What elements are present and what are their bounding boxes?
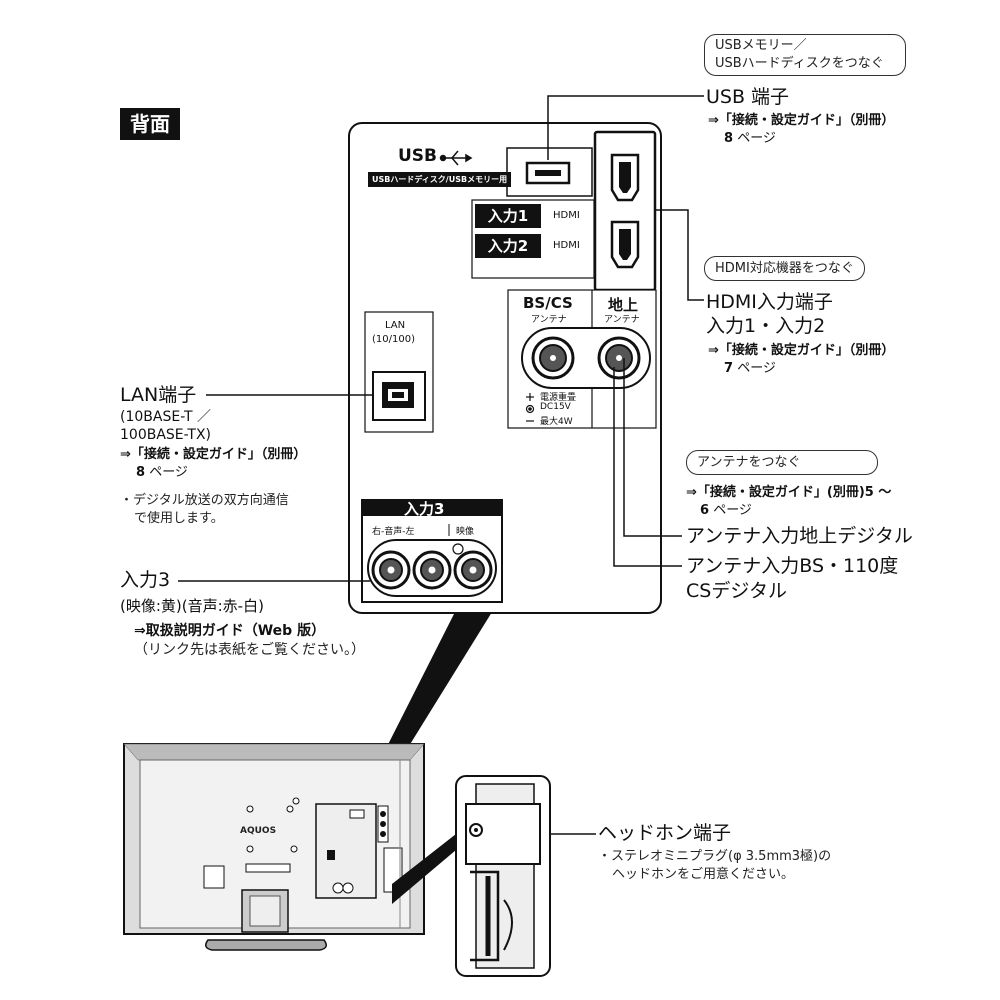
antenna-ref-pages: 5 ～ (864, 485, 892, 500)
lan-terminal-label: LAN端子 (120, 384, 197, 406)
hdmi-page: 7 ページ (724, 360, 776, 378)
section-title: 背面 (120, 108, 180, 140)
dc-polarity-icon (525, 393, 535, 422)
headphone-zoom-box (455, 775, 551, 977)
usb-pill-line1: USBメモリー／ (715, 38, 807, 53)
rca-jack-audio-right (371, 550, 411, 590)
antenna-port-bs (531, 336, 575, 380)
rca-jack-audio-left (412, 550, 452, 590)
hdmi-terminal-inputs: 入力1・入力2 (706, 315, 826, 337)
antenna-bs-label: アンテナ入力BS・110度 (686, 555, 899, 577)
headphone-note-1: ・ステレオミニプラグ(φ 3.5mm3極)の (598, 849, 832, 864)
hdmi-input1-badge: 入力1 (475, 204, 541, 228)
tv-rear-illustration (123, 743, 456, 951)
power-label-2: DC15V (540, 402, 571, 412)
usb-connect-pill: USBメモリー／ USBハードディスクをつなぐ (704, 34, 906, 76)
lan-ref: ⇒「接続・設定ガイド」（別冊） (120, 447, 307, 462)
lan-spec-1: (10BASE-T ／ (120, 409, 211, 425)
input3-video-label: 映像 (456, 527, 475, 537)
hdmi-connect-pill: HDMI対応機器をつなぐ (704, 256, 865, 281)
power-label-3: 最大4W (540, 417, 573, 427)
lan-page-suffix: ページ (149, 465, 188, 480)
usb-page: 8 ページ (724, 130, 776, 148)
antenna-port-ground (597, 336, 641, 380)
antenna-connect-pill: アンテナをつなぐ (686, 450, 878, 475)
antenna-ground-sub: アンテナ (604, 315, 640, 325)
antenna-page-num: 6 (700, 503, 710, 518)
hdmi-tag-2: HDMI (553, 240, 580, 251)
lan-panel-speed: (10/100) (372, 334, 415, 345)
power-label-1: 電源重畳 (540, 393, 577, 403)
headphone-note-2: ヘッドホンをご用意ください。 (612, 867, 795, 882)
hdmi-port-2 (610, 220, 640, 269)
lan-spec-2: 100BASE-TX) (120, 427, 212, 443)
hdmi-page-suffix: ページ (737, 361, 776, 376)
antenna-page: 6 ページ (700, 502, 752, 520)
hdmi-page-num: 7 (724, 361, 734, 376)
antenna-ref: ⇒「接続・設定ガイド」(別冊) (686, 485, 865, 500)
hdmi-terminal-label: HDMI入力端子 (706, 291, 833, 313)
lan-note-1: ・デジタル放送の双方向通信 (120, 493, 289, 508)
tv-brand-logo: AQUOS (240, 826, 277, 836)
lan-page: 8 ページ (136, 464, 188, 482)
input3-colors: (映像:黄)(音声:赤-白) (120, 597, 264, 615)
hdmi-port-1 (610, 153, 640, 202)
hdmi-input2-badge: 入力2 (475, 234, 541, 258)
input3-panel-title: 入力3 (404, 500, 445, 518)
rca-jack-video (453, 550, 493, 590)
usb-panel-title: USB (398, 146, 438, 166)
antenna-bs-label-2: CSデジタル (686, 580, 787, 602)
antenna-ground-title: 地上 (608, 296, 639, 314)
usb-page-suffix: ページ (737, 131, 776, 146)
antenna-bs-sub: アンテナ (531, 315, 567, 325)
headphone-label: ヘッドホン端子 (598, 822, 732, 844)
antenna-page-suffix: ページ (713, 503, 752, 518)
hdmi-ref: ⇒「接続・設定ガイド」（別冊） (708, 343, 895, 358)
input3-ref: ⇒取扱説明ガイド（Web 版） (134, 623, 326, 639)
input3-label: 入力3 (120, 569, 171, 591)
usb-pill-line2: USBハードディスクをつなぐ (715, 56, 884, 71)
input3-audio-label: 右-音声-左 (372, 527, 415, 537)
lan-panel-title: LAN (385, 320, 406, 331)
usb-ref: ⇒「接続・設定ガイド」（別冊） (708, 113, 895, 128)
usb-panel-subtitle: USBハードディスク/USBメモリー用 (368, 172, 512, 187)
antenna-ref-line: ⇒「接続・設定ガイド」(別冊)5 ～ (686, 484, 891, 502)
usb-terminal-label: USB 端子 (706, 86, 790, 108)
hdmi-tag-1: HDMI (553, 210, 580, 221)
lan-page-num: 8 (136, 465, 146, 480)
input3-note: （リンク先は表紙をご覧ください。） (134, 642, 365, 658)
antenna-bs-title: BS/CS (523, 294, 573, 312)
usb-page-num: 8 (724, 131, 734, 146)
antenna-ground-label: アンテナ入力地上デジタル (686, 525, 913, 547)
lan-note-2: で使用します。 (134, 511, 224, 526)
usb-symbol-icon (439, 150, 473, 166)
